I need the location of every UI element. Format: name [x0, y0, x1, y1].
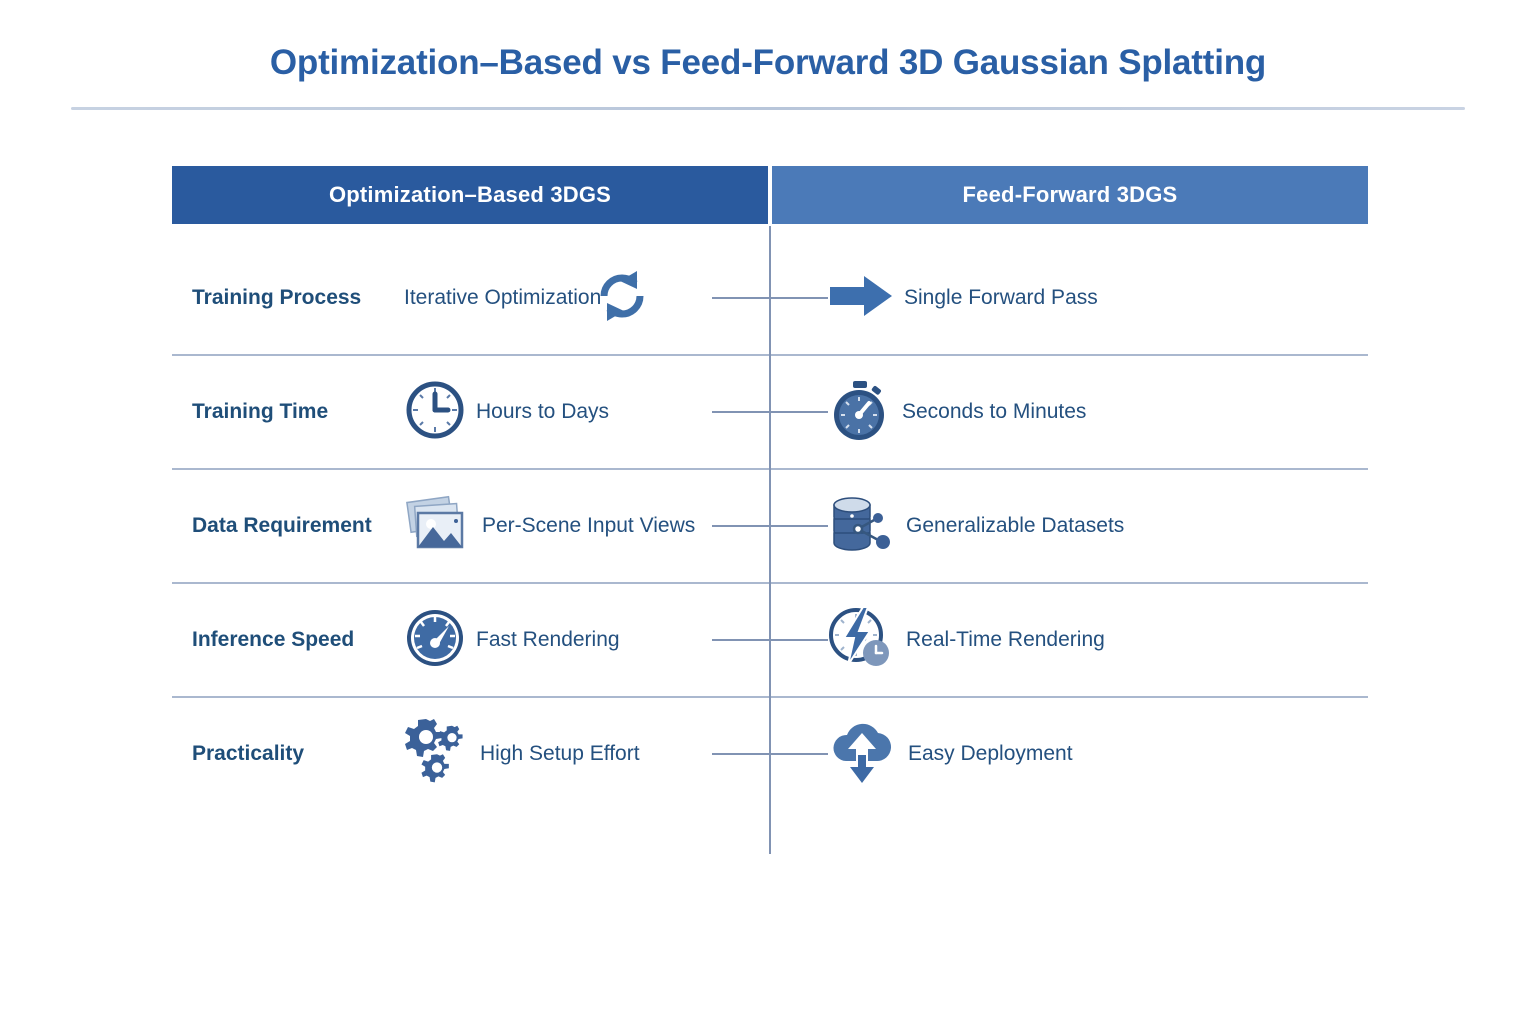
- refresh-cycle-icon: [593, 267, 651, 330]
- row-left-value: Per-Scene Input Views: [482, 514, 696, 537]
- row-right-value: Seconds to Minutes: [902, 400, 1087, 423]
- speedometer-icon: [404, 607, 466, 674]
- row-right-value: Single Forward Pass: [904, 286, 1098, 309]
- row-connector-right: [766, 525, 828, 527]
- center-vertical-divider: [769, 226, 771, 854]
- column-header-feed-forward: Feed-Forward 3DGS: [772, 166, 1368, 224]
- row-connector-right: [766, 411, 828, 413]
- row-right-content: Real-Time Rendering: [828, 605, 1105, 676]
- row-right-cell: Generalizable Datasets: [766, 470, 1368, 582]
- row-left-cell: Practicality: [172, 698, 774, 810]
- row-left-cell: Inference Speed: [172, 584, 774, 696]
- row-connector-right: [766, 297, 828, 299]
- table-body: Training Process Iterative Optimization: [172, 226, 1368, 854]
- row-label: Training Process: [192, 286, 362, 309]
- column-header-optimization-based: Optimization–Based 3DGS: [172, 166, 768, 224]
- row-connector-left: [712, 753, 774, 755]
- row-connector-right: [766, 639, 828, 641]
- row-label: Practicality: [192, 742, 305, 765]
- table-row: Inference Speed: [172, 584, 1368, 698]
- row-right-content: Easy Deployment: [828, 717, 1073, 792]
- row-right-content: Seconds to Minutes: [828, 378, 1086, 447]
- page-title: Optimization–Based vs Feed-Forward 3D Ga…: [269, 43, 1267, 82]
- row-left-value: Iterative Optimization: [404, 286, 602, 309]
- gears-icon: [404, 717, 470, 792]
- row-right-cell: Seconds to Minutes: [766, 356, 1368, 468]
- title-section: Optimization–Based vs Feed-Forward 3D Ga…: [0, 0, 1536, 110]
- row-connector-right: [766, 753, 828, 755]
- row-left-content: High Setup Effort: [404, 717, 640, 792]
- row-left-value: High Setup Effort: [480, 742, 640, 765]
- row-left-cell: Training Process Iterative Optimization: [172, 242, 774, 354]
- row-right-value: Generalizable Datasets: [906, 514, 1125, 537]
- row-connector-left: [712, 525, 774, 527]
- row-left-value: Hours to Days: [476, 400, 610, 423]
- row-label: Data Requirement: [192, 514, 372, 537]
- row-right-cell: Single Forward Pass: [766, 242, 1368, 354]
- row-right-value: Easy Deployment: [908, 742, 1073, 765]
- clock-icon: [404, 379, 466, 446]
- row-right-content: Single Forward Pass: [828, 273, 1098, 324]
- row-connector-left: [712, 639, 774, 641]
- row-left-value: Fast Rendering: [476, 628, 620, 651]
- table-row: Practicality: [172, 698, 1368, 810]
- title-divider-rule: [71, 106, 1465, 110]
- right-arrow-icon: [828, 273, 894, 324]
- database-network-icon: [828, 491, 896, 562]
- row-left-cell: Training Time: [172, 356, 774, 468]
- row-connector-left: [712, 411, 774, 413]
- row-left-content: Per-Scene Input Views: [404, 493, 695, 560]
- photo-stack-icon: [404, 493, 472, 560]
- comparison-table: Optimization–Based 3DGS Feed-Forward 3DG…: [172, 166, 1368, 854]
- cloud-deploy-icon: [828, 717, 898, 792]
- row-right-value: Real-Time Rendering: [906, 628, 1105, 651]
- row-right-cell: Real-Time Rendering: [766, 584, 1368, 696]
- row-label: Inference Speed: [192, 628, 355, 651]
- row-left-content: Iterative Optimization: [404, 267, 651, 330]
- clock-lightning-icon: [828, 605, 896, 676]
- stopwatch-icon: [828, 378, 892, 447]
- column-header-left-label: Optimization–Based 3DGS: [328, 182, 612, 207]
- row-right-content: Generalizable Datasets: [828, 491, 1124, 562]
- row-label: Training Time: [192, 400, 329, 423]
- row-left-content: Hours to Days: [404, 379, 609, 446]
- row-left-content: Fast Rendering: [404, 607, 620, 674]
- table-header-row: Optimization–Based 3DGS Feed-Forward 3DG…: [172, 166, 1368, 224]
- row-right-cell: Easy Deployment: [766, 698, 1368, 810]
- row-connector-left: [712, 297, 774, 299]
- row-left-cell: Data Requirement: [172, 470, 774, 582]
- column-header-right-label: Feed-Forward 3DGS: [962, 182, 1178, 207]
